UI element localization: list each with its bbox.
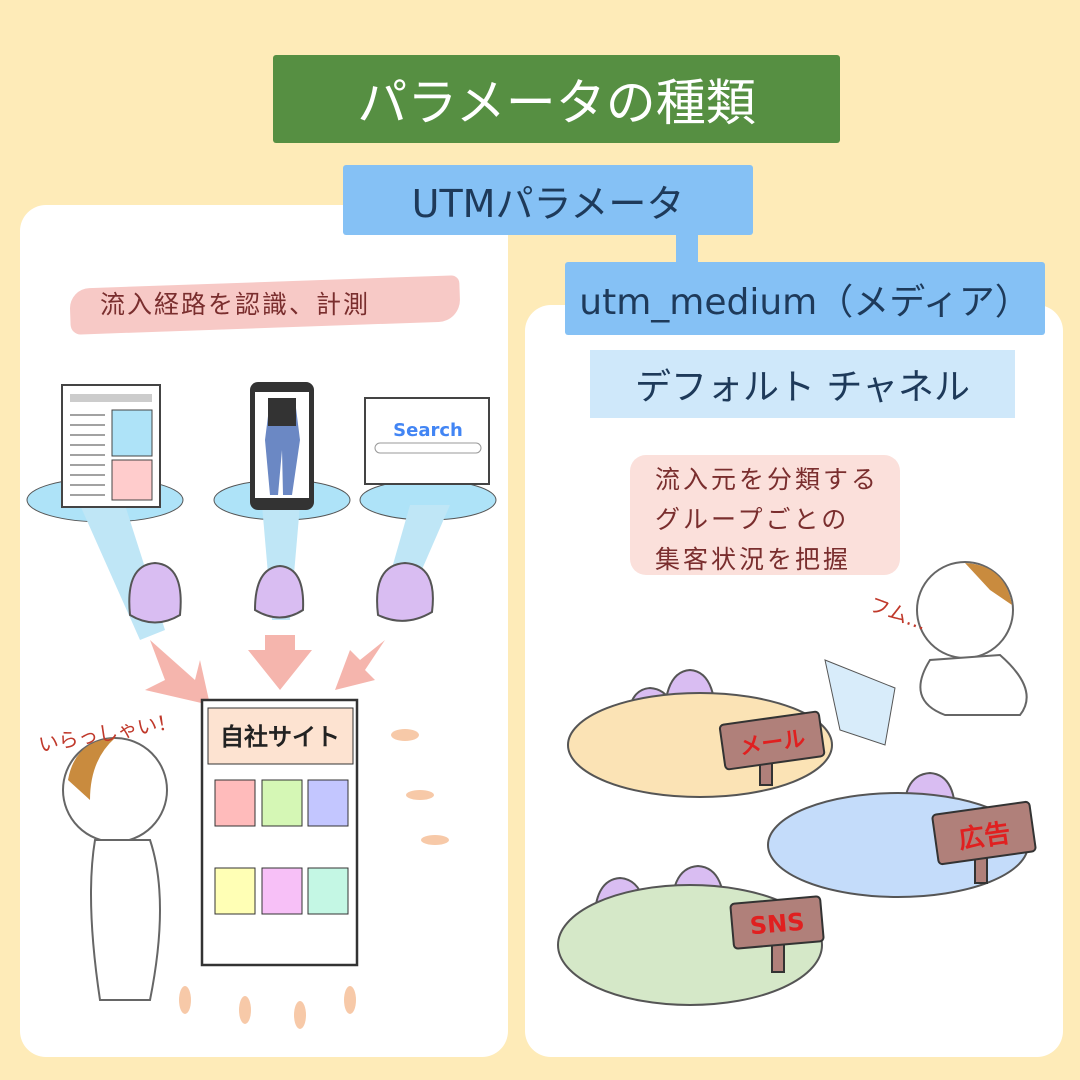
laptop-search-icon	[364, 397, 490, 485]
description-highlight	[630, 455, 900, 575]
sign-sns: SNS	[749, 908, 806, 941]
connector-line	[676, 235, 698, 265]
search-label: Search	[393, 420, 463, 441]
newspaper-icon	[61, 384, 161, 508]
arrow-icon	[145, 640, 210, 705]
smartphone-icon	[250, 382, 314, 510]
left-caption: 流入経路を認識、計測	[100, 290, 371, 319]
signs	[718, 710, 1037, 973]
arrow-icon	[248, 635, 312, 690]
site-title: 自社サイト	[220, 723, 340, 751]
default-channel-box: デフォルト チャネル	[590, 350, 1015, 418]
description-line-3: 集客状況を把握	[655, 545, 852, 574]
description-line-2: グループごとの	[655, 505, 850, 534]
utm-medium-box: utm_medium（メディア）	[565, 262, 1045, 335]
greeter-character	[62, 737, 168, 1001]
decorative-dashes	[179, 729, 449, 1029]
sign-ad: 広告	[957, 817, 1013, 855]
company-site-icon	[200, 698, 359, 967]
utm-parameter-box: UTMパラメータ	[343, 165, 753, 235]
page-title: パラメータの種類	[273, 55, 840, 143]
arrow-icon	[335, 640, 385, 690]
description-line-1: 流入元を分類する	[655, 465, 880, 494]
thinking-character	[824, 561, 1028, 746]
